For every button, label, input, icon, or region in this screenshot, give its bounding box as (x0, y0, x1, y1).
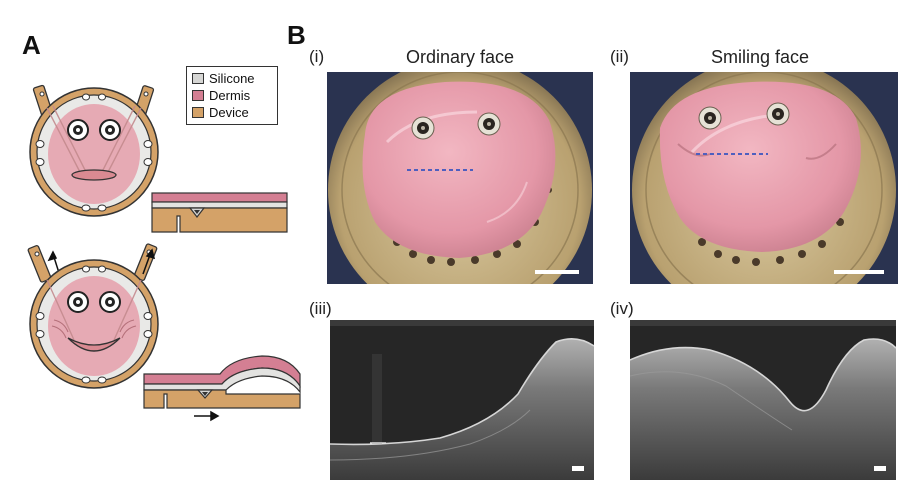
legend-item-silicone: Silicone (192, 70, 271, 87)
smiling-cross-section (143, 355, 301, 422)
scale-bar-smiling (834, 270, 884, 274)
smiling-face-schematic (27, 243, 159, 389)
neutral-face-schematic (29, 84, 159, 217)
subpanel-numeral-iv: (iv) (610, 299, 634, 318)
ordinary-face-photo (327, 72, 593, 284)
silicone-swatch (192, 73, 204, 84)
legend-item-device: Device (192, 104, 271, 121)
subpanel-numeral-i: (i) (309, 47, 325, 66)
subpanel-title-ordinary: Ordinary face (405, 47, 515, 67)
device-swatch (192, 107, 204, 118)
ordinary-oct-scan (330, 320, 594, 480)
smiling-face-photo (630, 72, 898, 284)
slide-arrow-icon (194, 410, 220, 422)
oct-scale-bar-ordinary (572, 466, 584, 471)
photo-right-eye-smiling-icon (766, 102, 790, 126)
pull-arrow-right-icon (142, 248, 156, 275)
subpanel-numeral-iii: (iii) (309, 299, 332, 318)
panel-letter-a: A (22, 30, 41, 60)
legend-label-dermis: Dermis (209, 88, 251, 103)
subpanel-title-smiling: Smiling face (710, 47, 810, 67)
dermis-swatch (192, 90, 204, 101)
right-post-pulled-icon (133, 243, 158, 281)
smiling-oct-scan (630, 320, 896, 480)
legend-item-dermis: Dermis (192, 87, 271, 104)
panel-letter-b: B (287, 20, 306, 50)
subpanel-numeral-ii: (ii) (610, 47, 629, 66)
left-post-pulled-icon (27, 245, 52, 283)
right-eye-smiling-icon (99, 291, 121, 313)
left-eye-smiling-icon (67, 291, 89, 313)
photo-right-eye-icon (477, 112, 501, 136)
left-eye-icon (67, 119, 89, 141)
photo-left-eye-icon (411, 116, 435, 140)
photo-left-eye-smiling-icon (698, 106, 722, 130)
scale-bar (535, 270, 579, 274)
neutral-cross-section (151, 192, 288, 233)
right-eye-icon (99, 119, 121, 141)
legend-label-silicone: Silicone (209, 71, 255, 86)
legend-label-device: Device (209, 105, 249, 120)
oct-scale-bar-smiling (874, 466, 886, 471)
material-legend: Silicone Dermis Device (186, 66, 278, 125)
